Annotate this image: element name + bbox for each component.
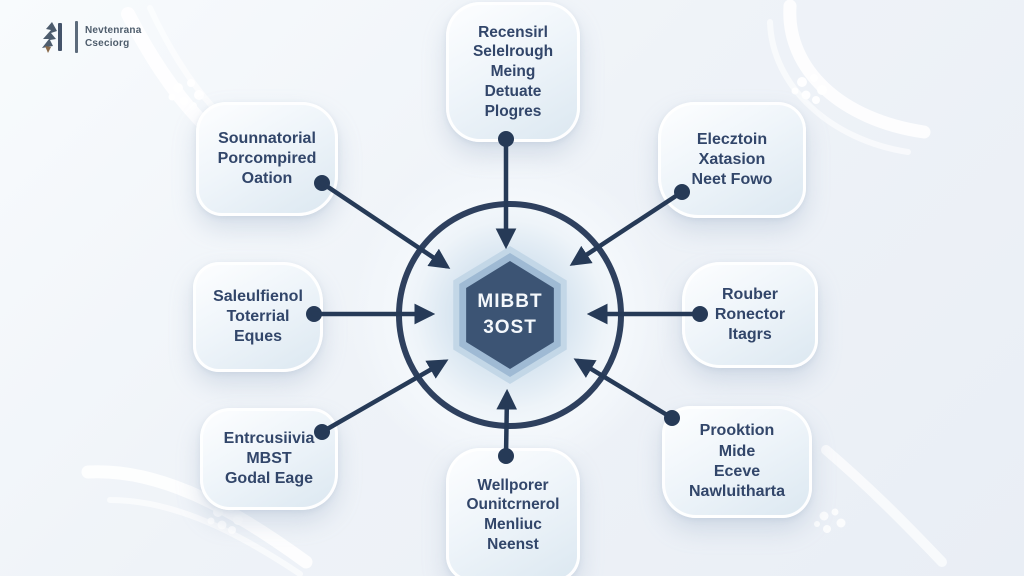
dot-cluster-bottom-right <box>814 508 846 533</box>
node-top: Recensirl Selelrough Meing Detuate Plogr… <box>446 2 580 142</box>
node-left: Saleulfienol Toterrial Eques <box>193 262 323 372</box>
node-lower-right-label: Prooktion Mide Eceve Nawluitharta <box>688 422 785 501</box>
node-upper-left: Sounnatorial Porcompired Oation <box>196 102 338 216</box>
logo-divider <box>75 21 78 53</box>
abstract-figure-logo-icon <box>42 22 62 53</box>
dot-cluster-top-right <box>791 74 827 104</box>
node-bottom: Wellporer Ounitcrnerol Menliuc Neenst <box>446 448 580 576</box>
logo-tagline: Cseciorg <box>85 38 130 49</box>
node-lower-right: Prooktion Mide Eceve Nawluitharta <box>662 406 812 518</box>
center-hexagon: MIBBT 3OST <box>466 261 554 369</box>
node-lower-left-label: Entrcusiivia MBST Godal Eage <box>223 429 315 488</box>
node-upper-right-label: Elecztoin Xatasion Neet Fowo <box>691 130 773 189</box>
node-lower-left: Entrcusiivia MBST Godal Eage <box>200 408 338 510</box>
node-upper-left-label: Sounnatorial Porcompired Oation <box>217 129 317 188</box>
center-label: MIBBT 3OST <box>477 291 543 338</box>
node-bottom-label: Wellporer Ounitcrnerol Menliuc Neenst <box>466 476 560 553</box>
node-right-label: Rouber Ronector Itagrs <box>714 285 786 344</box>
node-top-label: Recensirl Selelrough Meing Detuate Plogr… <box>472 23 554 120</box>
node-upper-right: Elecztoin Xatasion Neet Fowo <box>658 102 806 218</box>
node-left-label: Saleulfienol Toterrial Eques <box>213 287 303 346</box>
logo-name: Nevtenrana <box>85 24 142 36</box>
dot-cluster-top-left <box>168 79 204 110</box>
logo: Nevtenrana Cseciorg <box>38 20 141 54</box>
node-right: Rouber Ronector Itagrs <box>682 262 818 368</box>
